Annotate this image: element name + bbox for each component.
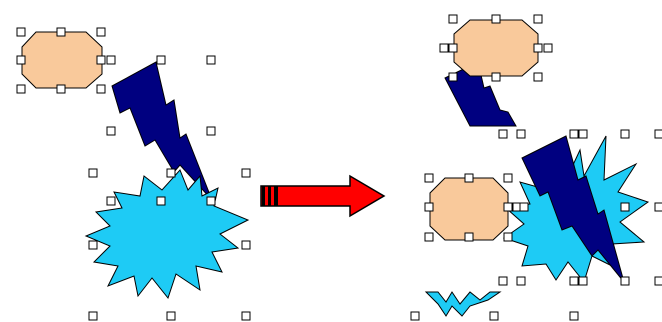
selection-handle[interactable] <box>424 173 434 183</box>
octagon-shape[interactable] <box>21 31 103 89</box>
selection-handle[interactable] <box>96 27 106 37</box>
selection-handle[interactable] <box>106 126 116 136</box>
selection-handle[interactable] <box>166 311 176 321</box>
explosion-burst-shape[interactable] <box>84 169 250 300</box>
selection-handle[interactable] <box>241 168 251 178</box>
selection-handle[interactable] <box>56 27 66 37</box>
selection-handles-after[interactable] <box>424 129 662 286</box>
selection-handle[interactable] <box>88 311 98 321</box>
selection-handle[interactable] <box>654 129 662 139</box>
selection-handle[interactable] <box>241 240 251 250</box>
after-bottom-strip <box>410 291 579 321</box>
after-top-strip <box>439 14 553 127</box>
selection-handle[interactable] <box>96 55 106 65</box>
selection-handle[interactable] <box>410 311 420 321</box>
selection-handle[interactable] <box>620 129 630 139</box>
selection-handles-lightning[interactable] <box>106 55 216 206</box>
selection-handles-explosion[interactable] <box>88 168 251 321</box>
selection-handle[interactable] <box>533 72 543 82</box>
selection-handle[interactable] <box>206 126 216 136</box>
selection-handle[interactable] <box>654 202 662 212</box>
selection-handle[interactable] <box>491 72 501 82</box>
selection-handle[interactable] <box>448 43 458 53</box>
selection-handle[interactable] <box>491 14 501 24</box>
selection-handle[interactable] <box>156 55 166 65</box>
selection-handle[interactable] <box>516 129 526 139</box>
selection-handle[interactable] <box>424 202 434 212</box>
selection-handle[interactable] <box>498 276 508 286</box>
before-group <box>16 27 251 321</box>
selection-handle[interactable] <box>533 14 543 24</box>
selection-handle[interactable] <box>569 276 579 286</box>
selection-handle[interactable] <box>448 14 458 24</box>
selection-handle[interactable] <box>88 240 98 250</box>
selection-handle[interactable] <box>503 202 513 212</box>
selection-handle[interactable] <box>654 276 662 286</box>
selection-handle[interactable] <box>620 276 630 286</box>
selection-handle[interactable] <box>519 202 529 212</box>
lightning-bolt-shape[interactable] <box>521 135 625 283</box>
selection-handle[interactable] <box>448 72 458 82</box>
explosion-burst-shape[interactable] <box>424 291 502 317</box>
selection-handle[interactable] <box>206 55 216 65</box>
selection-handle[interactable] <box>16 55 26 65</box>
selection-handle[interactable] <box>56 84 66 94</box>
selection-handle[interactable] <box>424 232 434 242</box>
selection-handle[interactable] <box>96 84 106 94</box>
selection-handle[interactable] <box>498 129 508 139</box>
selection-handle[interactable] <box>489 311 499 321</box>
selection-handle[interactable] <box>533 43 543 53</box>
selection-handle[interactable] <box>569 311 579 321</box>
after-group <box>410 14 662 321</box>
selection-handle[interactable] <box>578 276 588 286</box>
selection-handle[interactable] <box>543 43 553 53</box>
octagon-shape[interactable] <box>453 19 539 77</box>
selection-handle[interactable] <box>106 196 116 206</box>
selection-handle[interactable] <box>464 232 474 242</box>
selection-handle[interactable] <box>569 129 579 139</box>
selection-handles-octagon[interactable] <box>16 27 116 94</box>
selection-handle[interactable] <box>88 168 98 178</box>
selection-handle[interactable] <box>16 84 26 94</box>
selection-handle[interactable] <box>206 196 216 206</box>
octagon-shape[interactable] <box>429 177 509 241</box>
selection-handle[interactable] <box>503 232 513 242</box>
selection-handle[interactable] <box>16 27 26 37</box>
selection-handle[interactable] <box>620 202 630 212</box>
selection-handle[interactable] <box>156 196 166 206</box>
selection-handle[interactable] <box>439 43 449 53</box>
selection-handle[interactable] <box>503 173 513 183</box>
selection-handle[interactable] <box>516 276 526 286</box>
selection-handle[interactable] <box>578 129 588 139</box>
selection-handle[interactable] <box>464 173 474 183</box>
selection-handle[interactable] <box>106 55 116 65</box>
selection-handle[interactable] <box>166 168 176 178</box>
selection-handle[interactable] <box>241 311 251 321</box>
block-arrow-right <box>260 174 386 218</box>
